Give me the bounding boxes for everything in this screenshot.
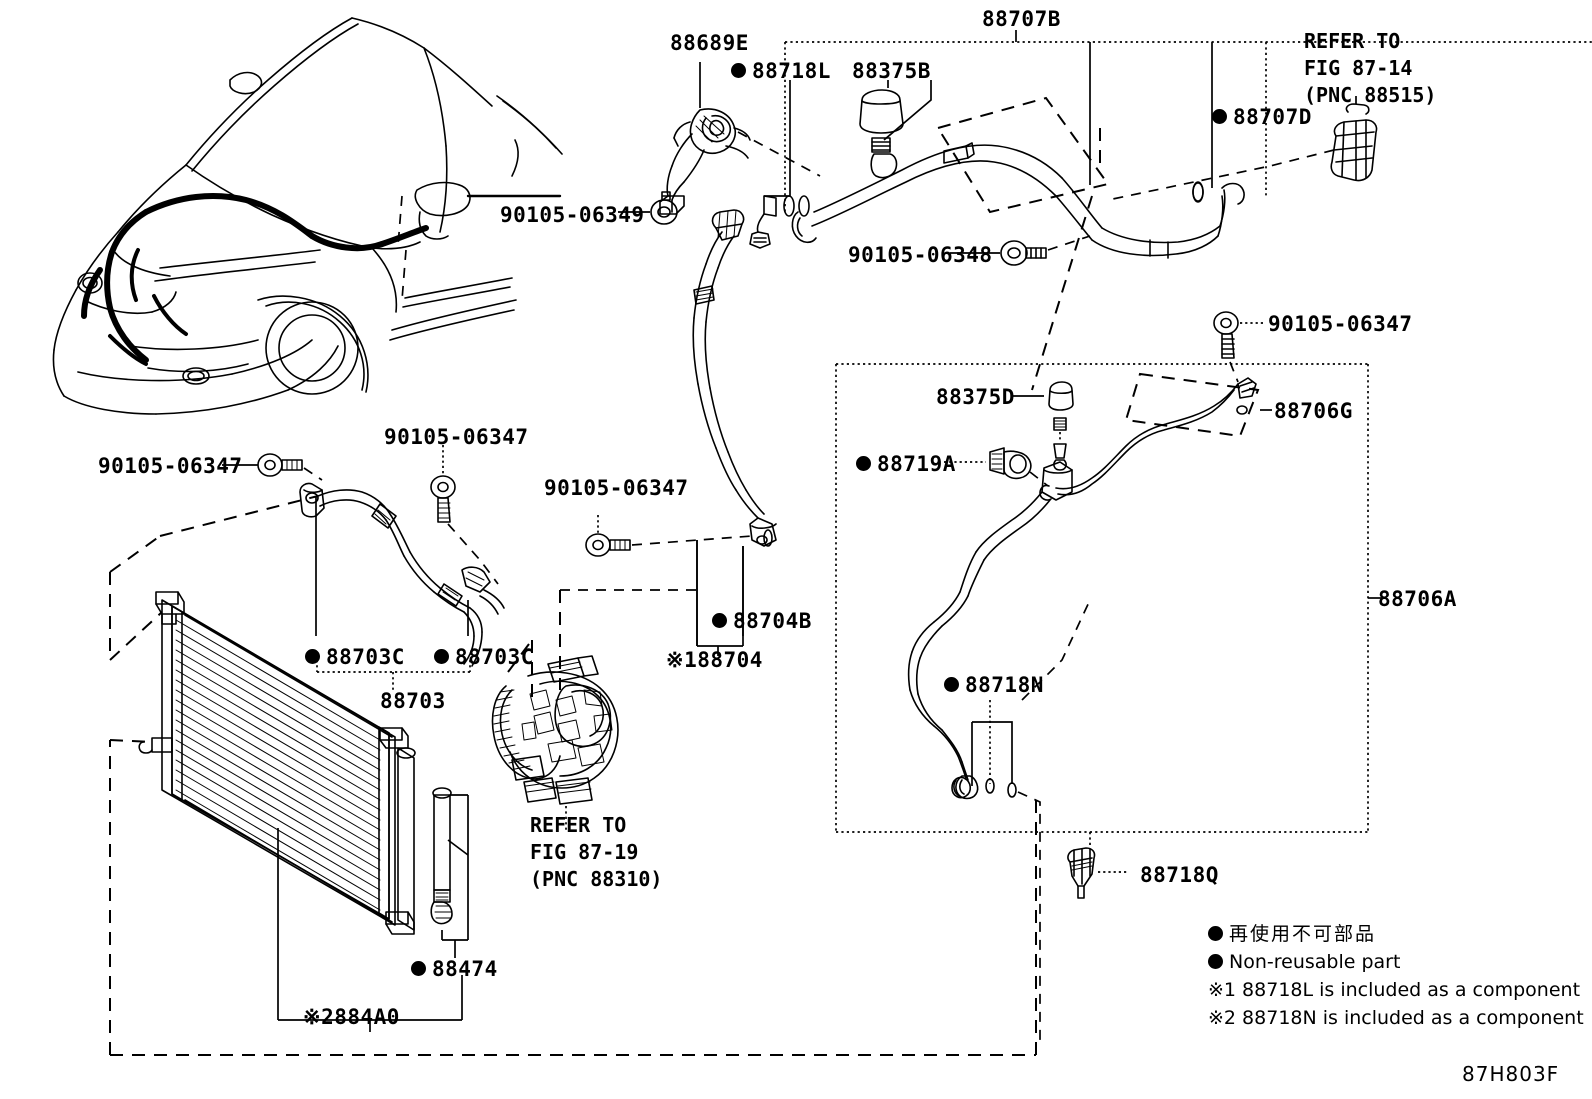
dashed-bracket-region xyxy=(936,96,1110,214)
label-88707B: 88707B xyxy=(982,7,1061,31)
label-90105-06348: 90105-06348 xyxy=(848,243,993,267)
label-88719A: 88719A xyxy=(856,451,956,478)
dashed-long-diagonal xyxy=(1031,195,1093,391)
lead-88375B-2 xyxy=(883,80,932,141)
non-reusable-dot-icon xyxy=(944,677,959,692)
part-90105-06347-cond-bolt xyxy=(430,475,456,523)
non-reusable-dot-icon xyxy=(411,961,426,976)
part-88474-drier xyxy=(430,787,453,925)
leader-06347-left xyxy=(303,467,323,481)
label-88704B: 88704B xyxy=(712,608,812,635)
part-88704B-oring xyxy=(763,529,773,547)
part-884A0-condenser xyxy=(138,591,416,935)
leader-88718N-up xyxy=(1021,599,1091,701)
non-reusable-dot-icon xyxy=(434,649,449,664)
non-reusable-dot-icon xyxy=(1212,109,1227,124)
label-88474: 88474 xyxy=(411,956,498,983)
part-88718N-group xyxy=(951,776,1017,799)
part-88706G-marker xyxy=(1236,405,1248,415)
non-reusable-dot-icon xyxy=(712,613,727,628)
non-reusable-dot-icon xyxy=(856,456,871,471)
legend-note-1: ※1 88718L is included as a component xyxy=(1208,979,1581,1001)
non-reusable-dot-icon xyxy=(731,63,746,78)
part-88375B-pin xyxy=(870,137,898,179)
label-88703: 88703 xyxy=(380,689,446,713)
label-88703C-left: 88703C xyxy=(305,644,405,671)
leader-88719A-to-T xyxy=(1029,471,1049,487)
part-88707B-hose xyxy=(791,142,1245,259)
label-88707D: 88707D xyxy=(1212,104,1312,131)
label-88375B: 88375B xyxy=(852,59,931,83)
part-90105-06347-right-bolt xyxy=(1213,311,1239,359)
leader-06347-mid xyxy=(631,535,753,546)
part-88375D-grommet xyxy=(1048,381,1074,411)
label-90105-06347-condenser: 90105-06347 xyxy=(384,425,529,449)
part-88375B-grommet xyxy=(859,89,904,134)
refer-fig87-19: REFER TO FIG 87-19 (PNC 88310) xyxy=(530,813,663,891)
part-88718Q-clip xyxy=(1067,847,1096,899)
part-88703-hose xyxy=(299,482,505,667)
legend-line-en: Non-reusable part xyxy=(1208,953,1400,972)
group-88706A-boundary xyxy=(835,363,1382,833)
part-90105-06347-mid-bolt xyxy=(585,533,631,557)
label-90105-06349: 90105-06349 xyxy=(500,203,645,227)
label-88718N: 88718N xyxy=(944,672,1044,699)
part-90105-06348-bolt xyxy=(1000,240,1047,266)
label-884A0: ※2884A0 xyxy=(303,1005,400,1029)
label-88375D: 88375D xyxy=(936,385,1015,409)
part-88719A-switch xyxy=(989,447,1032,480)
legend-note-2: ※2 88718N is included as a component xyxy=(1208,1007,1584,1029)
refer-fig87-14: REFER TO FIG 87-14 (PNC 88515) xyxy=(1304,29,1437,107)
part-compressor xyxy=(491,655,619,805)
part-88689E-bracket xyxy=(659,108,751,215)
label-90105-06347-mid: 90105-06347 xyxy=(544,476,689,500)
dashed-compressor-2 xyxy=(507,639,533,673)
part-88375D-pin xyxy=(1053,417,1067,471)
leader-fig87-14-to-hose xyxy=(1107,149,1335,201)
legend-line-jp: 再使用不可部品 xyxy=(1208,925,1376,944)
non-reusable-dot-icon xyxy=(1208,925,1223,941)
label-90105-06347-left: 90105-06347 xyxy=(98,454,243,478)
part-fig87-14-clip xyxy=(1330,103,1378,182)
part-88707D-oring xyxy=(1192,181,1204,203)
non-reusable-dot-icon xyxy=(305,649,320,664)
label-88704: ※188704 xyxy=(666,648,763,672)
label-88703C-right: 88703C xyxy=(434,644,534,671)
non-reusable-dot-icon xyxy=(1208,953,1223,969)
part-88706A-pipe xyxy=(907,377,1257,800)
figure-code: 87H803F xyxy=(1462,1062,1560,1086)
lead-88718N-bracket xyxy=(972,721,1013,784)
part-90105-06349-bolt xyxy=(650,191,678,225)
part-88704-pipe xyxy=(692,209,777,547)
label-90105-06347-right: 90105-06347 xyxy=(1268,312,1413,336)
label-88718Q: 88718Q xyxy=(1140,863,1219,887)
part-90105-06347-left-bolt xyxy=(257,453,303,477)
bracket-88704-sides xyxy=(696,540,744,646)
car-illustration xyxy=(52,17,563,415)
leader-06348 xyxy=(1047,235,1091,251)
dashed-outline-condenser-area xyxy=(109,495,1037,1056)
label-88689E: 88689E xyxy=(670,31,749,55)
label-88706A: 88706A xyxy=(1378,587,1457,611)
leader-06347-right xyxy=(1229,361,1239,383)
label-88718L: 88718L xyxy=(731,58,831,85)
leader-88718N-down xyxy=(1017,791,1041,1045)
label-88706G: 88706G xyxy=(1274,399,1353,423)
leader-88689E-to-hose xyxy=(737,131,821,177)
